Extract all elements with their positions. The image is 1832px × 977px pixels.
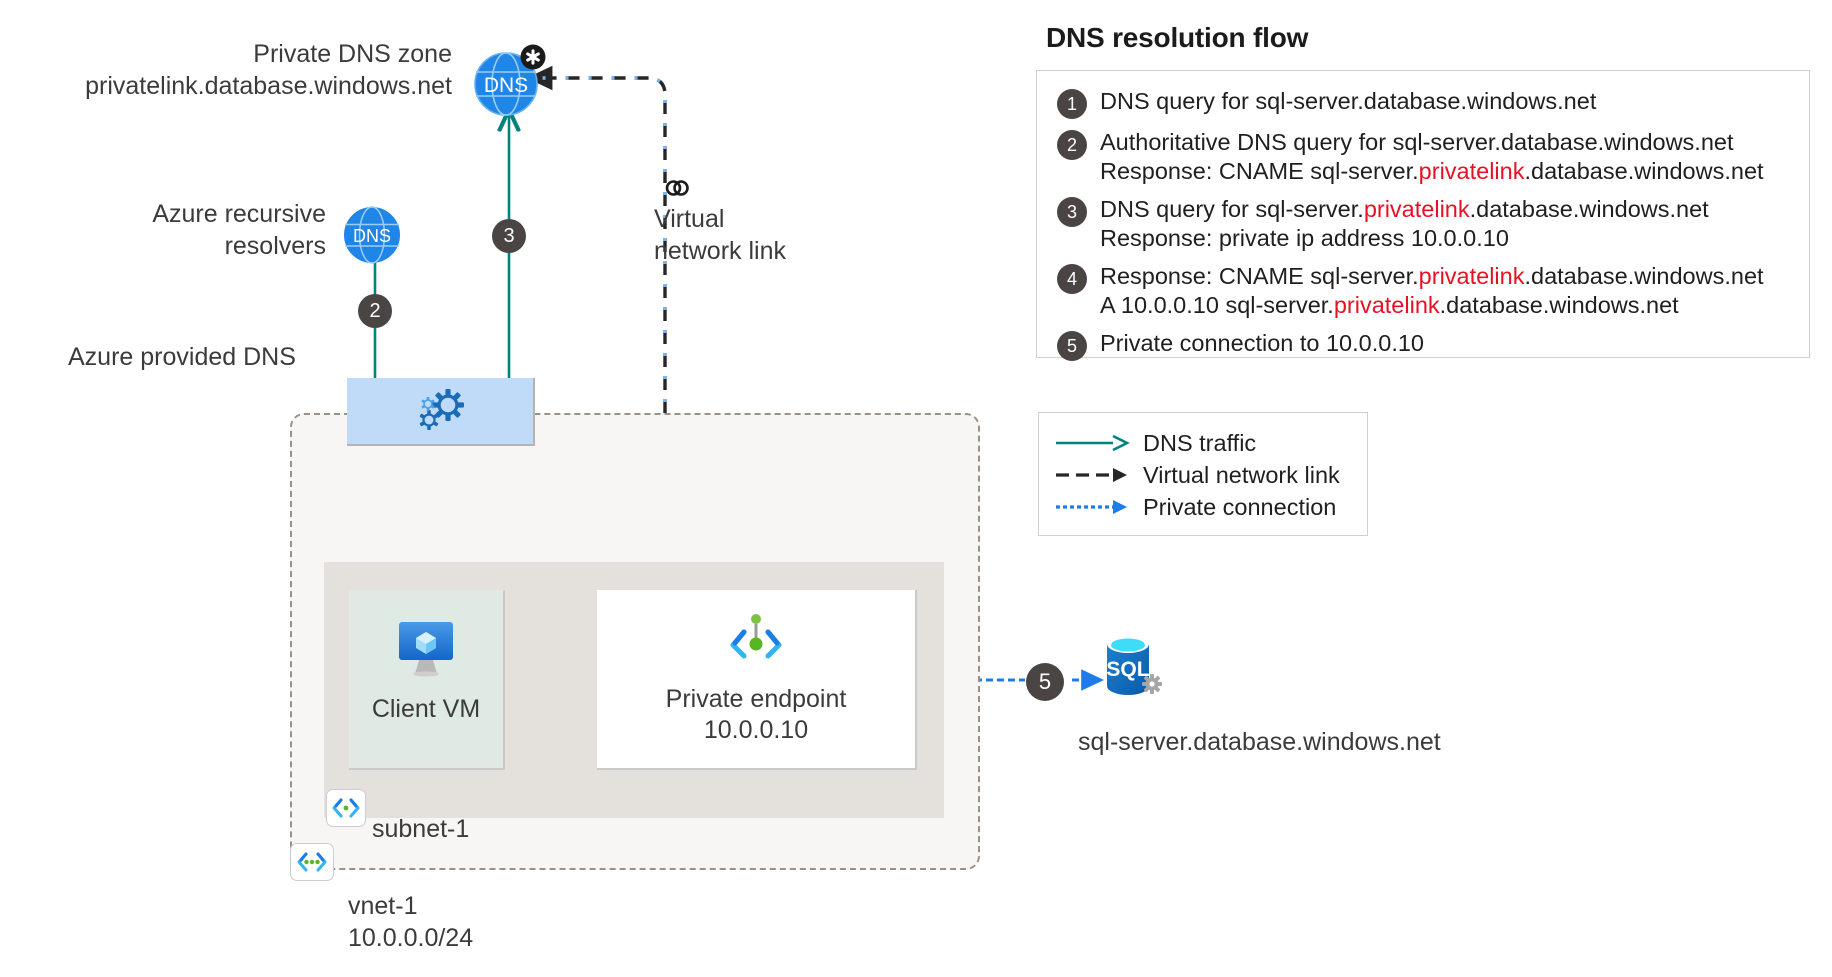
- flow-text-segment: .database.windows.net: [1524, 263, 1764, 289]
- flow-text-segment: .database.windows.net: [1524, 158, 1764, 184]
- privatelink-highlight: privatelink: [1333, 292, 1440, 318]
- flow-step-badge-1: 1: [1057, 89, 1087, 119]
- flow-step-line: Authoritative DNS query for sql-server.d…: [1100, 128, 1764, 157]
- flow-text-segment: DNS query for sql-server.: [1100, 196, 1364, 222]
- flow-step-line: DNS query for sql-server.privatelink.dat…: [1100, 195, 1709, 224]
- flow-step-badge-3: 3: [1057, 197, 1087, 227]
- flow-step-2: 2 Authoritative DNS query for sql-server.…: [1037, 128, 1809, 186]
- flow-step-line: Response: CNAME sql-server.privatelink.d…: [1100, 157, 1764, 186]
- private-endpoint-icon: [730, 614, 782, 659]
- step-badge-5: 5: [1026, 663, 1064, 701]
- client-vm-box[interactable]: Client VM: [349, 590, 505, 770]
- flow-step-line: Response: private ip address 10.0.0.10: [1100, 224, 1709, 253]
- legend-label: Private connection: [1143, 493, 1337, 520]
- flow-text-segment: Response: CNAME sql-server.: [1100, 263, 1419, 289]
- private-dns-zone-icon: DNS: [472, 44, 548, 120]
- flow-step-1: 1 DNS query for sql-server.database.windo…: [1037, 87, 1809, 119]
- legend-line-solid-icon: [1055, 434, 1133, 452]
- flow-step-badge-5: 5: [1057, 331, 1087, 361]
- flow-text-segment: .database.windows.net: [1439, 292, 1679, 318]
- private-dns-zone-label: Private DNS zone privatelink.database.wi…: [85, 40, 452, 100]
- private-endpoint-label: Private endpoint 10.0.0.10: [665, 685, 847, 744]
- legend-label: DNS traffic: [1143, 429, 1257, 456]
- client-vm-label: Client VM: [371, 695, 481, 723]
- step-badge-3: 3: [492, 219, 526, 253]
- step-badge-2: 2: [358, 294, 392, 328]
- flow-step-badge-2: 2: [1057, 130, 1087, 160]
- flow-step-line: Private connection to 10.0.0.10: [1100, 329, 1424, 358]
- azure-recursive-resolvers-label: Azure recursive resolvers: [152, 200, 326, 260]
- azure-provided-dns-box: [347, 378, 535, 446]
- legend-line-dotted-icon: [1055, 498, 1133, 516]
- sql-database-icon: SQL: [1096, 630, 1174, 708]
- flow-text-segment: A 10.0.0.10 sql-server.: [1100, 292, 1334, 318]
- flow-step-3: 3 DNS query for sql-server.privatelink.da…: [1037, 195, 1809, 253]
- vnet-label: vnet-1 10.0.0.0/24: [348, 892, 474, 952]
- legend-label: Virtual network link: [1143, 461, 1340, 488]
- dns-globe-text: DNS: [484, 74, 528, 97]
- flow-text-segment: Private connection to 10.0.0.10: [1100, 330, 1424, 356]
- flow-text-segment: Authoritative DNS query for sql-server.d…: [1100, 129, 1734, 155]
- flow-title: DNS resolution flow: [1046, 22, 1309, 53]
- virtual-network-link-label: Virtual network link: [654, 205, 786, 265]
- flow-step-text: Authoritative DNS query for sql-server.d…: [1100, 128, 1764, 186]
- flow-step-text: Private connection to 10.0.0.10: [1100, 329, 1424, 358]
- flow-text-segment: .database.windows.net: [1469, 196, 1709, 222]
- subnet-icon: [326, 789, 366, 827]
- flow-step-line: A 10.0.0.10 sql-server.privatelink.datab…: [1100, 291, 1764, 320]
- sql-icon-text: SQL: [1106, 658, 1149, 681]
- subnet-label: subnet-1: [372, 815, 470, 843]
- dns-resolution-flow-box: 1 DNS query for sql-server.database.windo…: [1036, 70, 1810, 361]
- azure-provided-dns-label: Azure provided DNS: [68, 343, 296, 371]
- virtual-network-link-icon: [660, 176, 696, 202]
- flow-step-5: 5 Private connection to 10.0.0.10: [1037, 329, 1809, 361]
- flow-text-segment: DNS query for sql-server.database.window…: [1100, 88, 1597, 114]
- virtual-network-link-connector: [526, 65, 667, 413]
- flow-step-text: Response: CNAME sql-server.privatelink.d…: [1100, 262, 1764, 320]
- legend-item: DNS traffic: [1055, 427, 1367, 459]
- flow-step-text: DNS query for sql-server.privatelink.dat…: [1100, 195, 1709, 253]
- sql-server-label: sql-server.database.windows.net: [1078, 728, 1441, 756]
- legend-item: Virtual network link: [1055, 459, 1367, 491]
- azure-recursive-resolvers-icon: DNS: [342, 205, 402, 265]
- privatelink-highlight: privatelink: [1418, 263, 1525, 289]
- virtual-machine-icon: [399, 622, 453, 677]
- flow-step-text: DNS query for sql-server.database.window…: [1100, 87, 1596, 116]
- flow-text-segment: Response: CNAME sql-server.: [1100, 158, 1419, 184]
- gears-icon: [419, 389, 464, 430]
- legend-line-dashed-icon: [1055, 466, 1133, 484]
- private-endpoint-box[interactable]: Private endpoint 10.0.0.10: [597, 590, 917, 770]
- privatelink-highlight: privatelink: [1363, 196, 1470, 222]
- dns-globe-text: DNS: [353, 226, 391, 246]
- legend-item: Private connection: [1055, 491, 1367, 523]
- vnet-icon: [290, 843, 334, 881]
- flow-step-line: DNS query for sql-server.database.window…: [1100, 87, 1596, 116]
- flow-step-line: Response: CNAME sql-server.privatelink.d…: [1100, 262, 1764, 291]
- flow-step-badge-4: 4: [1057, 264, 1087, 294]
- privatelink-highlight: privatelink: [1418, 158, 1525, 184]
- flow-text-segment: Response: private ip address 10.0.0.10: [1100, 225, 1509, 251]
